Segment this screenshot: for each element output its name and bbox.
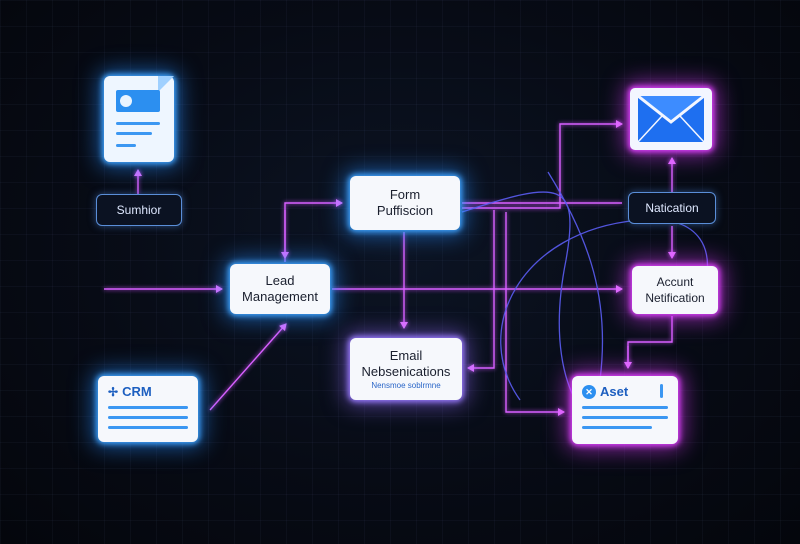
node-email[interactable]: Email Nebsenications Nensmoe soblrmne — [350, 338, 462, 400]
email-sub: Nensmoe soblrmne — [371, 381, 441, 390]
node-asset[interactable]: ✕ Aset — [572, 376, 678, 444]
node-lead[interactable]: Lead Management — [230, 264, 330, 314]
plus-cross-icon: ✢ — [108, 384, 119, 399]
curve-b — [500, 218, 709, 401]
document-icon — [104, 76, 174, 162]
node-form[interactable]: Form Puffiscion — [350, 176, 460, 230]
edge-account-asset — [624, 316, 673, 369]
form-line1: Form — [389, 187, 421, 202]
crm-label: CRM — [122, 384, 152, 399]
curve-a — [461, 191, 591, 421]
lead-line1: Lead — [265, 273, 295, 288]
edge-form-asset — [505, 212, 565, 416]
edge-email-in — [467, 210, 495, 372]
envelope-icon — [630, 88, 712, 150]
email-line2: Nebsenications — [361, 364, 451, 379]
node-crm[interactable]: ✢ CRM — [98, 376, 198, 442]
notification-label: Natication — [645, 201, 699, 215]
curve-c — [547, 171, 604, 381]
edge-crm-lead — [209, 323, 287, 411]
lead-line2: Management — [242, 289, 318, 304]
edge-lead-form — [284, 199, 343, 262]
submitter-label: Sumhior — [116, 203, 162, 217]
node-notification[interactable]: Natication — [628, 192, 716, 224]
asset-label: Aset — [600, 384, 629, 399]
form-line2: Puffiscion — [376, 203, 434, 218]
node-account[interactable]: Accunt Netification — [632, 266, 718, 314]
account-line1: Accunt — [656, 275, 694, 289]
email-line1: Email — [389, 348, 423, 363]
account-line2: Netification — [645, 291, 705, 305]
node-submitter[interactable]: Sumhior — [96, 194, 182, 226]
x-circle-icon: ✕ — [582, 384, 596, 399]
